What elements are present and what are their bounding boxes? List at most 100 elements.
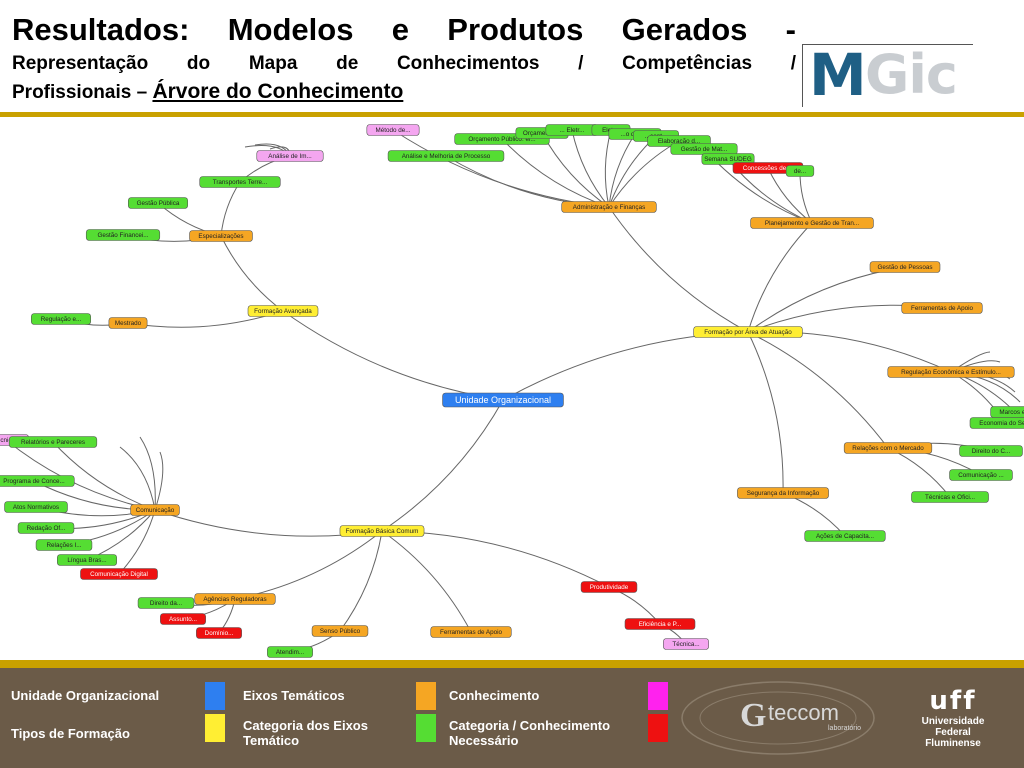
node-n15[interactable]: Transportes Terre...	[199, 176, 281, 188]
node-n21[interactable]: Direito do C...	[959, 445, 1023, 457]
node-n27[interactable]: Programa de Conce...	[0, 475, 75, 487]
node-n22[interactable]: Comunicação ...	[949, 469, 1013, 481]
node-box-n24	[804, 530, 886, 542]
node-n20[interactable]: Economia do Se...	[969, 417, 1024, 429]
node-si[interactable]: Segurança da Informação	[737, 487, 829, 499]
node-n34[interactable]: Assunto...	[160, 613, 206, 625]
node-label-n30: Relações I...	[47, 542, 82, 549]
node-n33[interactable]: Direito da...	[137, 597, 195, 609]
node-box-n33	[137, 597, 195, 609]
node-box-esp	[189, 230, 253, 242]
node-n36[interactable]: Atendim...	[267, 646, 313, 658]
node-n23[interactable]: Técnicas e Ofici...	[911, 491, 989, 503]
node-label-n4: Orçamentária	[523, 130, 562, 137]
node-box-n21	[959, 445, 1023, 457]
node-n11[interactable]: Semana SUDEG	[701, 153, 755, 165]
node-label-n15: Transportes Terre...	[213, 179, 268, 186]
node-n38[interactable]: Técnica...	[663, 638, 709, 650]
knowledge-tree-diagram: Unidade Organizacional Formação por Área …	[0, 117, 1024, 660]
node-n24[interactable]: Ações de Capacita...	[804, 530, 886, 542]
node-n30[interactable]: Relações I...	[35, 539, 93, 551]
node-n14[interactable]: Análise de Im...	[256, 150, 324, 162]
node-box-fbc	[339, 525, 425, 537]
node-n29[interactable]: Redação Of...	[17, 522, 75, 534]
edge-fpa-si	[747, 331, 784, 494]
node-label-n12: Concessões de ...	[743, 165, 794, 172]
node-box-n20	[969, 417, 1024, 429]
node-n19[interactable]: Marcos e...	[990, 406, 1024, 418]
node-label-n34: Assunto...	[169, 616, 197, 623]
edge-root-fbc	[381, 399, 504, 532]
node-n31[interactable]: Língua Bras...	[57, 554, 117, 566]
node-n1[interactable]: Método de...	[366, 124, 420, 136]
legend-axes-label: Eixos Temáticos	[243, 688, 345, 703]
edge-af-n9	[608, 140, 680, 208]
node-label-n31: Língua Bras...	[67, 557, 106, 564]
node-fa2[interactable]: Ferramentas de Apoio	[430, 626, 512, 638]
node-label-n18: Regulação e...	[41, 316, 82, 323]
node-label-si: Segurança da Informação	[747, 490, 820, 497]
node-label-n1: Método de...	[375, 127, 410, 134]
node-n13[interactable]: de...	[785, 165, 815, 177]
node-reg[interactable]: Regulação Econômica e Estímulo...	[887, 366, 1015, 378]
node-label-n26: Relatórios e Pareceres	[21, 439, 85, 446]
node-label-fav: Formação Avançada	[254, 308, 312, 315]
node-label-n11: Semana SUDEG	[704, 156, 752, 163]
node-box-n29	[17, 522, 75, 534]
node-mes[interactable]: Mestrado	[108, 317, 148, 329]
node-af[interactable]: Administração e Finanças	[561, 201, 657, 213]
slide-title: Resultados: Modelos e Produtos Gerados -	[12, 12, 796, 47]
nodes-layer: Unidade Organizacional Formação por Área …	[0, 124, 1024, 658]
legend-swatch-red	[648, 714, 668, 742]
node-box-n18	[31, 313, 91, 325]
node-box-n36	[267, 646, 313, 658]
slide-header: Resultados: Modelos e Produtos Gerados -…	[0, 0, 1024, 112]
node-box-com	[130, 504, 180, 516]
node-n32[interactable]: Comunicação Digital	[80, 568, 158, 580]
node-prod[interactable]: Produtividade	[580, 581, 638, 593]
node-box-fpa	[693, 326, 803, 338]
node-ar[interactable]: Agências Reguladoras	[194, 593, 276, 605]
node-esp[interactable]: Especializações	[189, 230, 253, 242]
node-n16[interactable]: Gestão Pública	[128, 197, 188, 209]
node-fbc[interactable]: Formação Básica Comum	[339, 525, 425, 537]
node-label-sp: Senso Público	[320, 628, 361, 635]
mgic-logo-m: M	[809, 41, 867, 109]
node-n37[interactable]: Eficiência e P...	[624, 618, 696, 630]
node-n28[interactable]: Atos Normativos	[4, 501, 68, 513]
node-n17[interactable]: Gestão Financei...	[85, 229, 161, 241]
node-pg[interactable]: Planejamento e Gestão de Tran...	[750, 217, 874, 229]
node-n12[interactable]: Concessões de ...	[732, 162, 804, 174]
node-fa1[interactable]: Ferramentas de Apoio	[901, 302, 983, 314]
node-label-mes: Mestrado	[115, 320, 142, 327]
node-box-pg	[750, 217, 874, 229]
node-box-n35	[196, 627, 242, 639]
node-n2[interactable]: Análise e Melhoria de Processo	[387, 150, 505, 162]
node-fpa[interactable]: Formação por Área de Atuação	[693, 326, 803, 338]
node-n26[interactable]: Relatórios e Pareceres	[8, 436, 98, 448]
uff-name-line1: Universidade	[921, 716, 985, 727]
node-label-n21: Direito do C...	[972, 448, 1011, 455]
edge-root-fav	[282, 310, 504, 401]
node-box-n14	[256, 150, 324, 162]
node-label-prod: Produtividade	[590, 584, 629, 591]
node-label-n20: Economia do Se...	[979, 420, 1024, 427]
node-fav[interactable]: Formação Avançada	[247, 305, 319, 317]
legend-swatch-blue	[205, 682, 225, 710]
node-label-n33: Direito da...	[150, 600, 182, 607]
node-sp[interactable]: Senso Público	[311, 625, 369, 637]
node-box-n13	[785, 165, 815, 177]
node-label-esp: Especializações	[198, 233, 243, 240]
edge-fpa-af	[608, 206, 749, 333]
node-rm[interactable]: Relações com o Mercado	[843, 442, 933, 454]
knowledge-tree-link[interactable]: Árvore do Conhecimento	[152, 80, 404, 103]
node-com[interactable]: Comunicação	[130, 504, 180, 516]
node-n18[interactable]: Regulação e...	[31, 313, 91, 325]
node-n35[interactable]: Domínio...	[196, 627, 242, 639]
node-root[interactable]: Unidade Organizacional	[442, 392, 564, 408]
node-gp[interactable]: Gestão de Pessoas	[869, 261, 941, 273]
node-n5[interactable]: ... Eletr...	[545, 124, 599, 136]
node-n10[interactable]: Gestão de Mat...	[670, 143, 738, 155]
node-box-si	[737, 487, 829, 499]
node-box-fav	[247, 305, 319, 317]
